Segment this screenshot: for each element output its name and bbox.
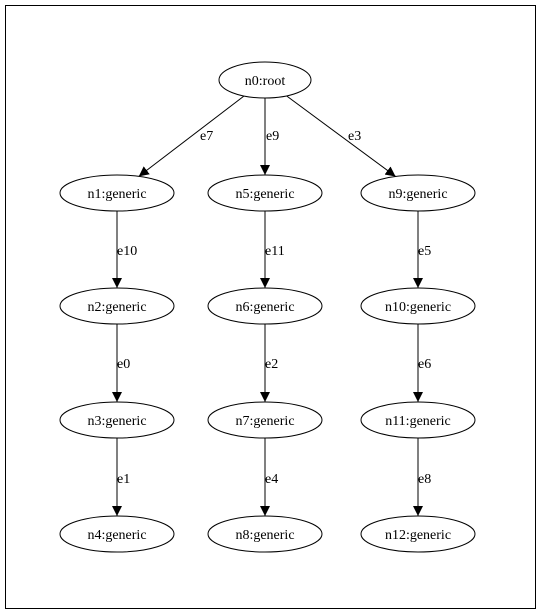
node-n4: n4:generic [59, 515, 175, 553]
edge-e11: e11 [260, 211, 285, 288]
node-n7: n7:generic [207, 401, 323, 439]
node-label-n12: n12:generic [385, 528, 451, 543]
node-label-n8: n8:generic [235, 528, 294, 543]
edges-layer: e7 e9 e3 e10 e0 e1 e11 e2 e4 e5 e6 e8 [112, 95, 431, 516]
node-n6: n6:generic [207, 287, 323, 325]
edge-e6: e6 [413, 324, 431, 402]
edge-e10: e10 [112, 211, 137, 288]
node-n2: n2:generic [59, 287, 175, 325]
edge-e3: e3 [286, 95, 396, 177]
edge-arrow-e3 [286, 95, 396, 177]
node-label-n3: n3:generic [87, 414, 146, 429]
edge-e8: e8 [413, 438, 431, 516]
node-n12: n12:generic [360, 515, 476, 553]
node-n0: n0:root [218, 61, 312, 99]
edge-e4: e4 [260, 438, 278, 516]
edge-e5: e5 [413, 211, 431, 288]
node-ellipse-n9 [360, 174, 476, 212]
edge-arrow-e7 [138, 95, 245, 177]
edge-label-e10: e10 [117, 244, 137, 259]
node-ellipse-n8 [207, 515, 323, 553]
edge-label-e8: e8 [418, 472, 431, 487]
node-ellipse-n0 [218, 61, 312, 99]
node-ellipse-n3 [59, 401, 175, 439]
node-label-n5: n5:generic [235, 187, 294, 202]
edge-label-e0: e0 [117, 357, 130, 372]
edge-e7: e7 [138, 95, 245, 177]
node-n8: n8:generic [207, 515, 323, 553]
node-n1: n1:generic [59, 174, 175, 212]
edge-label-e4: e4 [265, 472, 278, 487]
node-ellipse-n5 [207, 174, 323, 212]
edge-label-e1: e1 [117, 472, 130, 487]
node-ellipse-n1 [59, 174, 175, 212]
edge-label-e5: e5 [418, 244, 431, 259]
node-label-n10: n10:generic [385, 300, 451, 315]
node-ellipse-n6 [207, 287, 323, 325]
edge-label-e2: e2 [265, 357, 278, 372]
node-ellipse-n10 [360, 287, 476, 325]
edge-label-e7: e7 [200, 129, 213, 144]
node-ellipse-n7 [207, 401, 323, 439]
node-n11: n11:generic [360, 401, 476, 439]
edge-label-e3: e3 [348, 129, 361, 144]
edge-e0: e0 [112, 324, 130, 402]
edge-label-e6: e6 [418, 357, 431, 372]
node-label-n11: n11:generic [385, 414, 451, 429]
node-n3: n3:generic [59, 401, 175, 439]
node-ellipse-n2 [59, 287, 175, 325]
edge-label-e11: e11 [265, 244, 285, 259]
edge-e1: e1 [112, 438, 130, 516]
node-ellipse-n12 [360, 515, 476, 553]
node-ellipse-n4 [59, 515, 175, 553]
node-label-n1: n1:generic [87, 187, 146, 202]
edge-label-e9: e9 [266, 129, 279, 144]
node-label-n0: n0:root [245, 74, 286, 89]
node-label-n4: n4:generic [87, 528, 146, 543]
node-n10: n10:generic [360, 287, 476, 325]
node-ellipse-n11 [360, 401, 476, 439]
node-label-n7: n7:generic [235, 414, 294, 429]
edge-e9: e9 [260, 98, 279, 175]
node-label-n9: n9:generic [388, 187, 447, 202]
node-n5: n5:generic [207, 174, 323, 212]
node-label-n6: n6:generic [235, 300, 294, 315]
node-n9: n9:generic [360, 174, 476, 212]
nodes-layer: n0:root n1:generic n2:generic n3:generic n4:… [59, 61, 476, 553]
edge-e2: e2 [260, 324, 278, 402]
node-label-n2: n2:generic [87, 300, 146, 315]
